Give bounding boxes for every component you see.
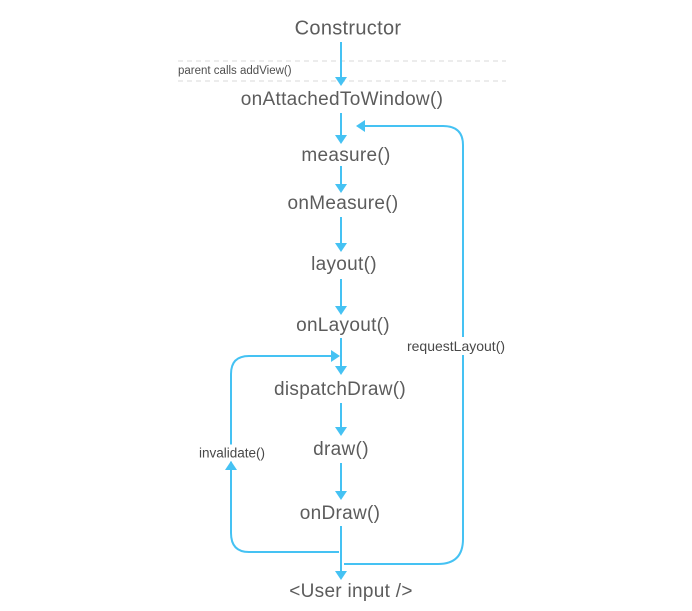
- arrow-down-icon: [335, 427, 347, 436]
- edge-label-invalidate: invalidate(): [195, 444, 269, 462]
- node-layout: layout(): [311, 254, 377, 275]
- arrow-down-icon: [335, 571, 347, 580]
- node-draw: draw(): [313, 439, 369, 460]
- arrow-right-icon: [331, 350, 340, 362]
- node-user-input: <User input />: [289, 581, 413, 602]
- node-dispatch-draw: dispatchDraw(): [274, 379, 406, 400]
- node-on-layout: onLayout(): [296, 315, 390, 336]
- node-on-attached-to-window: onAttachedToWindow(): [240, 89, 444, 110]
- arrow-left-icon: [356, 120, 365, 132]
- arrow-down-icon: [335, 306, 347, 315]
- node-constructor: Constructor: [294, 17, 402, 40]
- arrow-down-icon: [335, 366, 347, 375]
- arrow-up-icon: [225, 461, 237, 470]
- annotation-parent-calls-addview: parent calls addView(): [178, 65, 292, 77]
- node-measure: measure(): [301, 145, 391, 166]
- arrowheads: [225, 77, 365, 580]
- node-on-draw: onDraw(): [299, 503, 381, 524]
- arrow-down-icon: [335, 135, 347, 144]
- arrow-down-icon: [335, 77, 347, 86]
- node-on-measure: onMeasure(): [287, 193, 399, 214]
- arrow-down-icon: [335, 491, 347, 500]
- edge-label-request-layout: requestLayout(): [403, 337, 509, 355]
- arrow-down-icon: [335, 243, 347, 252]
- arrow-down-icon: [335, 184, 347, 193]
